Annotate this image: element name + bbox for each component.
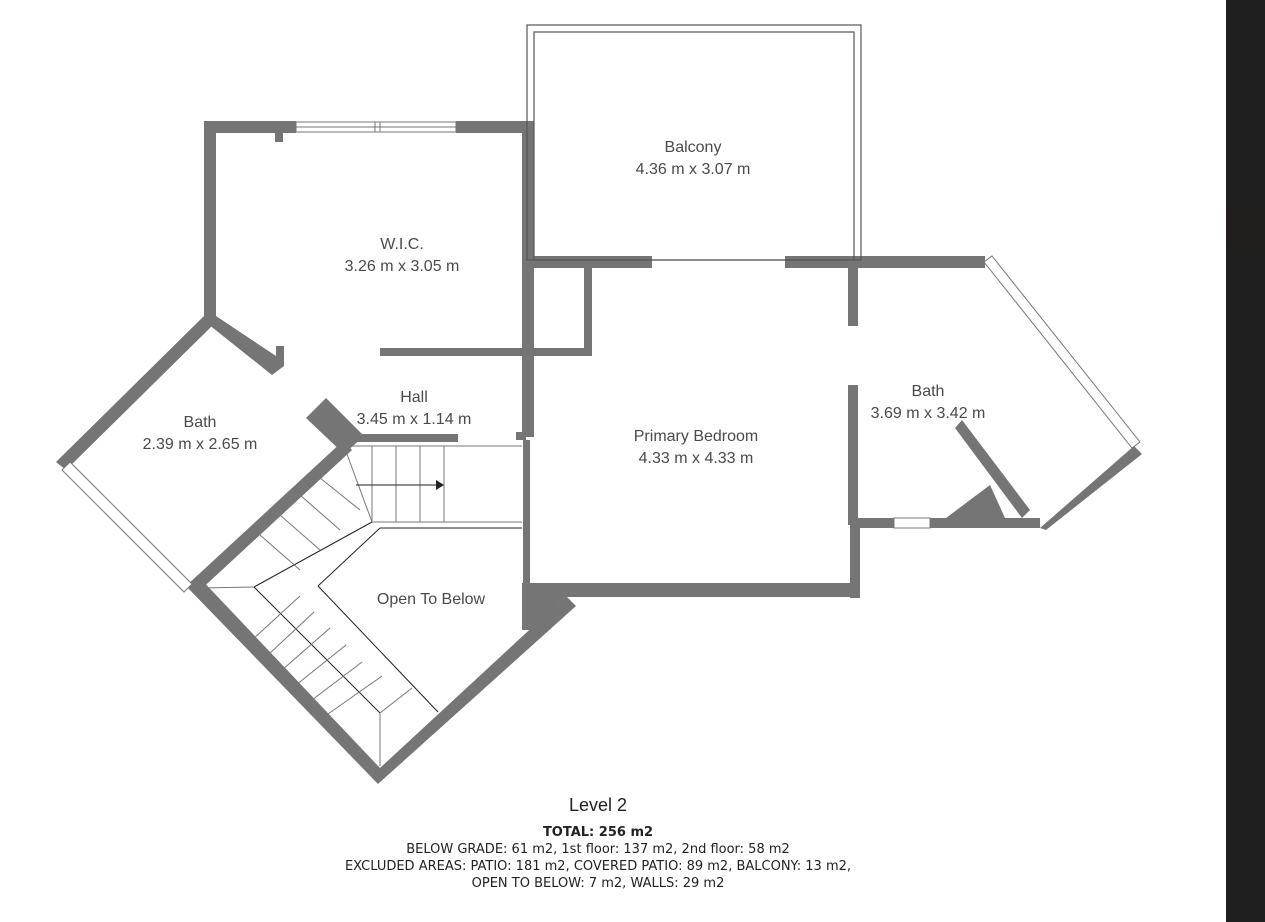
room-name: Primary Bedroom (633, 428, 759, 445)
walls (56, 121, 1142, 784)
room-open-to-below: Open To Below (377, 589, 485, 611)
room-bath-left: Bath 2.39 m x 2.65 m (143, 412, 258, 456)
side-panel (1226, 0, 1265, 922)
room-bath-right: Bath 3.69 m x 3.42 m (871, 381, 986, 425)
room-balcony: Balcony 4.36 m x 3.07 m (636, 137, 751, 181)
room-dimensions: 3.45 m x 1.14 m (356, 411, 472, 428)
room-dimensions: 4.33 m x 4.33 m (638, 450, 754, 467)
room-name: Open To Below (376, 591, 486, 608)
area-breakdown-line-3: OPEN TO BELOW: 7 m2, WALLS: 29 m2 (471, 876, 725, 891)
windows (61, 121, 1141, 593)
balcony-railing (526, 24, 862, 261)
room-name: Bath (183, 414, 217, 431)
room-dimensions: 3.26 m x 3.05 m (344, 258, 460, 275)
area-breakdown-line-1: BELOW GRADE: 61 m2, 1st floor: 137 m2, 2… (406, 842, 790, 857)
room-name: Balcony (664, 139, 722, 156)
room-dimensions: 4.36 m x 3.07 m (635, 161, 751, 178)
area-summary: Level 2 TOTAL: 256 m2 BELOW GRADE: 61 m2… (0, 795, 1196, 892)
room-name: Bath (911, 383, 945, 400)
room-wic: W.I.C. 3.26 m x 3.05 m (345, 234, 460, 278)
floor-plan-drawing (56, 24, 1142, 784)
room-primary-bedroom: Primary Bedroom 4.33 m x 4.33 m (634, 426, 758, 470)
room-hall: Hall 3.45 m x 1.14 m (357, 387, 472, 431)
room-dimensions: 2.39 m x 2.65 m (142, 436, 258, 453)
area-breakdown-line-2: EXCLUDED AREAS: PATIO: 181 m2, COVERED P… (344, 859, 852, 874)
staircase (199, 445, 522, 766)
level-title: Level 2 (568, 795, 628, 815)
room-dimensions: 3.69 m x 3.42 m (870, 405, 986, 422)
room-name: Hall (400, 389, 428, 406)
room-name: W.I.C. (380, 236, 424, 253)
stair-direction-arrow-icon (436, 480, 444, 490)
total-area: TOTAL: 256 m2 (542, 825, 654, 840)
side-panel-band (1226, 210, 1265, 250)
